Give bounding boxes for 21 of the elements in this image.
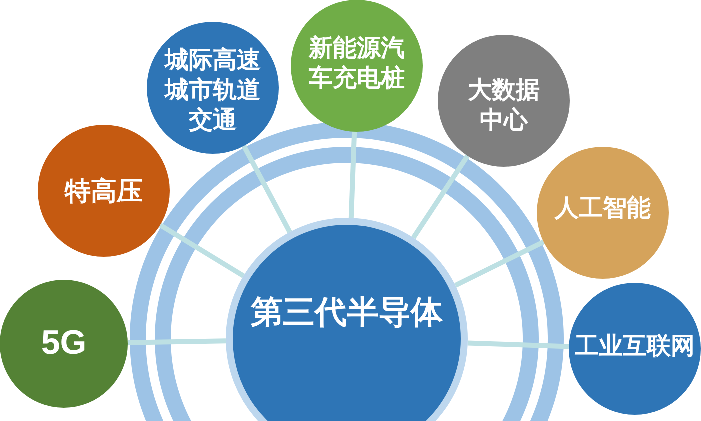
topic-circle: [0, 280, 128, 408]
topic-label: 城际高速城市轨道交通: [163, 46, 262, 136]
spoke-line: [348, 132, 358, 218]
topic-circle: [569, 283, 701, 415]
spoke-line: [159, 223, 245, 278]
spoke-line: [454, 240, 545, 288]
topic-label: 大数据中心: [467, 76, 541, 136]
topic-label: 人工智能: [555, 194, 651, 224]
topic-label: 5G: [41, 322, 87, 364]
topic-circle: [291, 0, 423, 132]
topic-circle: [147, 22, 279, 154]
spoke-line: [468, 340, 570, 350]
topic-circle: [438, 35, 570, 167]
spoke-line: [128, 338, 226, 346]
hub-label: 第三代半导体: [251, 293, 443, 332]
topic-circle: [537, 147, 669, 279]
topic-label: 工业互联网: [575, 332, 695, 362]
topic-circle: [38, 125, 170, 257]
spoke-line: [412, 154, 470, 240]
topic-label: 特高压: [65, 174, 143, 208]
topic-label: 新能源汽车充电桩: [308, 34, 406, 94]
